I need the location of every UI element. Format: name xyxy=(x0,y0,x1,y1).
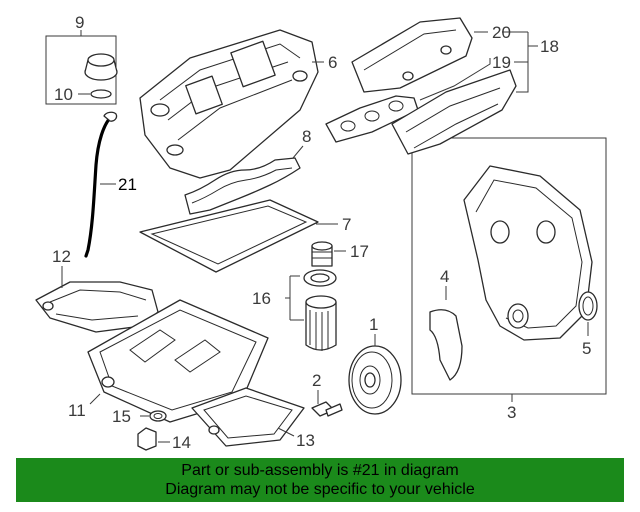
callout-15: 15 xyxy=(112,407,131,426)
callout-19: 19 xyxy=(492,53,511,72)
callout-labels: 9 10 6 20 18 19 21 8 7 17 16 12 4 5 1 2 … xyxy=(52,13,591,452)
callout-10: 10 xyxy=(54,85,73,104)
callout-20: 20 xyxy=(492,23,511,42)
oil-filler-cap-group xyxy=(45,30,118,105)
cover-gasket-part-8 xyxy=(184,145,304,215)
callout-16: 16 xyxy=(252,289,271,308)
callout-3: 3 xyxy=(507,403,516,422)
valve-cover-gasket-part-7 xyxy=(139,199,338,273)
callout-7: 7 xyxy=(342,215,351,234)
callout-4: 4 xyxy=(440,267,449,286)
parts-diagram: 9 10 6 20 18 19 21 8 7 17 16 12 4 5 1 2 … xyxy=(35,13,607,452)
timing-cover-group xyxy=(411,137,607,402)
callout-6: 6 xyxy=(328,53,337,72)
callout-18: 18 xyxy=(540,37,559,56)
callout-12: 12 xyxy=(52,247,71,266)
crank-pulley-part-1 xyxy=(348,334,402,415)
lower-oil-pan-part-13 xyxy=(191,387,305,447)
valve-cover-part-6 xyxy=(139,29,324,179)
bolt-part-2 xyxy=(311,390,343,417)
drain-washer-part-15 xyxy=(140,410,167,422)
callout-8: 8 xyxy=(302,127,311,146)
callout-14: 14 xyxy=(172,433,191,452)
banner-line-disclaimer: Diagram may not be specific to your vehi… xyxy=(165,481,475,498)
callout-1: 1 xyxy=(369,315,378,334)
callout-9: 9 xyxy=(75,13,84,32)
callout-11: 11 xyxy=(68,401,86,420)
intake-assembly-group xyxy=(325,17,538,155)
callout-21[interactable]: 21 xyxy=(118,175,137,194)
callout-17: 17 xyxy=(350,242,369,261)
drain-plug-part-14 xyxy=(137,427,170,451)
banner-line-part: Part or sub-assembly is #21 in diagram xyxy=(181,462,459,479)
dipstick-part-21[interactable] xyxy=(84,111,118,258)
callout-2: 2 xyxy=(312,371,321,390)
filter-adapter-part-17 xyxy=(311,241,346,267)
callout-13: 13 xyxy=(296,431,315,450)
disclaimer-banner: Part or sub-assembly is #21 in diagram D… xyxy=(16,458,624,502)
oil-filter-part-16 xyxy=(285,269,337,351)
callout-5: 5 xyxy=(582,339,591,358)
oil-pan-part-11 xyxy=(87,299,269,423)
